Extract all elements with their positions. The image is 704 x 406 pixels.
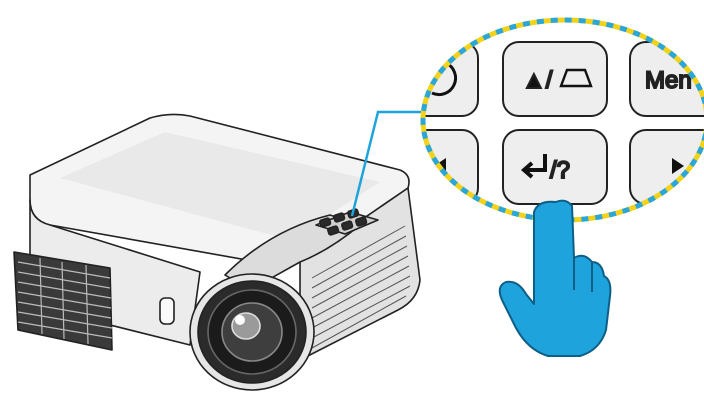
enter-help-key[interactable]: /? — [502, 129, 608, 205]
up-keystone-key[interactable]: ▲/ — [502, 41, 608, 117]
keypad-callout: ▲/ Men /? — [420, 17, 704, 223]
leader-line — [350, 110, 430, 217]
projector-keypad — [315, 208, 379, 236]
power-icon — [431, 61, 458, 97]
front-grille — [13, 251, 113, 351]
pointing-hand-icon — [498, 199, 612, 357]
up-keystone-label: ▲/ — [522, 67, 553, 94]
enter-return-icon — [520, 154, 547, 179]
projector-illustration — [13, 113, 421, 391]
enter-help-label: /? — [550, 157, 570, 184]
right-arrow-icon — [672, 158, 684, 174]
keystone-trapezoid-icon — [559, 68, 593, 88]
menu-key-label: Men — [645, 67, 692, 94]
